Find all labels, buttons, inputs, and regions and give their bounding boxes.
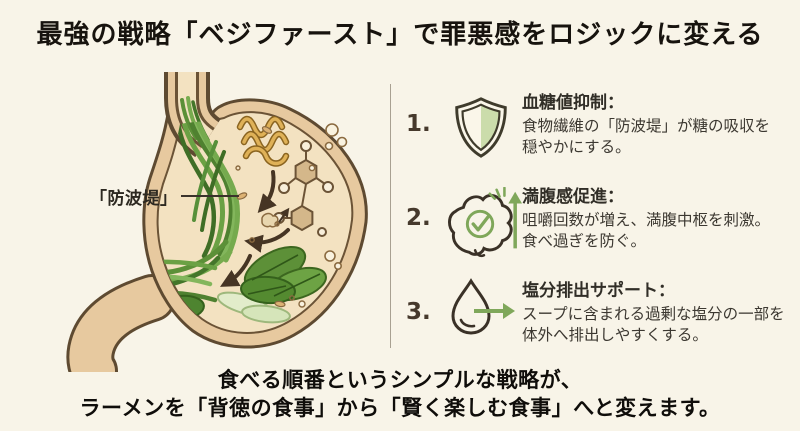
stomach-diagram [66, 72, 368, 372]
bulwark-label: 「防波堤」 [90, 189, 178, 209]
shield-icon [440, 92, 522, 162]
water-drop-out-arrow-icon [440, 278, 522, 342]
benefit-body-1-line2: 穏やかにする。 [522, 138, 631, 156]
benefit-item-1: 1. 血糖値抑制： 食物繊維の「防波堤」が糖の吸収を 穏やかにする。 [406, 86, 798, 162]
benefit-number-1: 1. [406, 111, 431, 137]
vertical-divider [390, 84, 391, 348]
benefit-number-2: 2. [406, 205, 431, 231]
footer-message: 食べる順番というシンプルな戦略が、 ラーメンを「背徳の食事」から「賢く楽しむ食事… [0, 366, 800, 422]
benefit-body-2-line1: 咀嚼回数が増え、満腹中枢を刺激。 [522, 211, 771, 229]
brain-check-up-arrow-icon [440, 187, 522, 259]
page-title: 最強の戦略「ベジファースト」で罪悪感をロジックに変える [36, 20, 764, 50]
benefit-body-2-line2: 食べ過ぎを防ぐ。 [522, 232, 647, 250]
benefit-item-3: 3. 塩分排出サポート： スープに含まれる過剰な塩分の一部を 体外へ排出しやすく… [406, 274, 798, 346]
benefit-body-3-line1: スープに含まれる過剰な塩分の一部を [522, 305, 785, 323]
benefit-heading-2: 満腹感促進： [522, 187, 624, 207]
benefit-heading-3: 塩分排出サポート： [522, 281, 675, 301]
stomach-illustration: 「防波堤」 [30, 72, 390, 372]
benefit-number-3: 3. [406, 299, 431, 325]
duodenum-tube [66, 274, 176, 372]
benefit-body-3-line2: 体外へ排出しやすくする。 [522, 326, 708, 344]
bulwark-leader-line [181, 195, 239, 197]
benefit-item-2: 2. 満腹感促進： 咀嚼回数が増え、満腹中枢を刺激。 食べ過ぎを防ぐ。 [406, 180, 798, 259]
benefit-body-1-line1: 食物繊維の「防波堤」が糖の吸収を [522, 117, 771, 135]
wall-bubbles [298, 123, 348, 308]
footer-line-1: 食べる順番というシンプルな戦略が、 [217, 368, 583, 392]
benefit-heading-1: 血糖値抑制： [522, 93, 624, 113]
noodle-coil [236, 115, 290, 167]
footer-line-2: ラーメンを「背徳の食事」から「賢く楽しむ食事」へと変えます。 [79, 396, 721, 420]
